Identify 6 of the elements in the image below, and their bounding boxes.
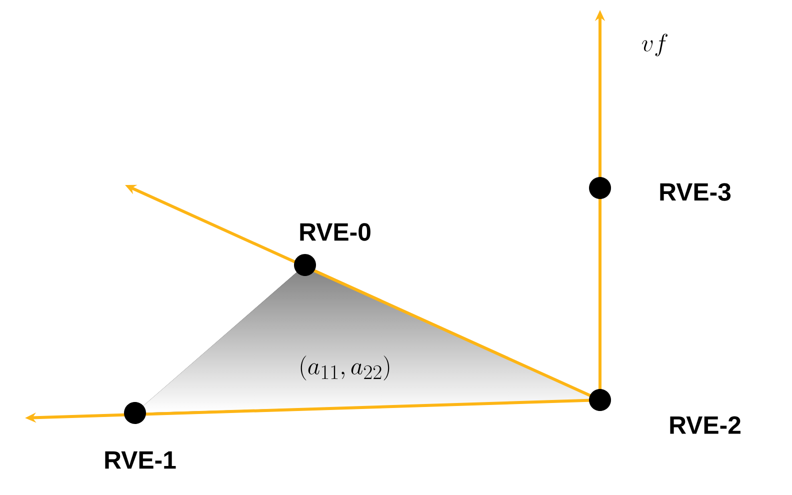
point-label: RVE-1 bbox=[105, 451, 176, 469]
shaded-region: $(a_{11}, a_{22})$ bbox=[135, 265, 600, 413]
point-label: RVE-0 bbox=[300, 223, 370, 241]
point-label: RVE-2 bbox=[670, 416, 740, 434]
axis-label: $vf$ bbox=[642, 34, 668, 56]
point-label: RVE-3 bbox=[660, 183, 731, 201]
